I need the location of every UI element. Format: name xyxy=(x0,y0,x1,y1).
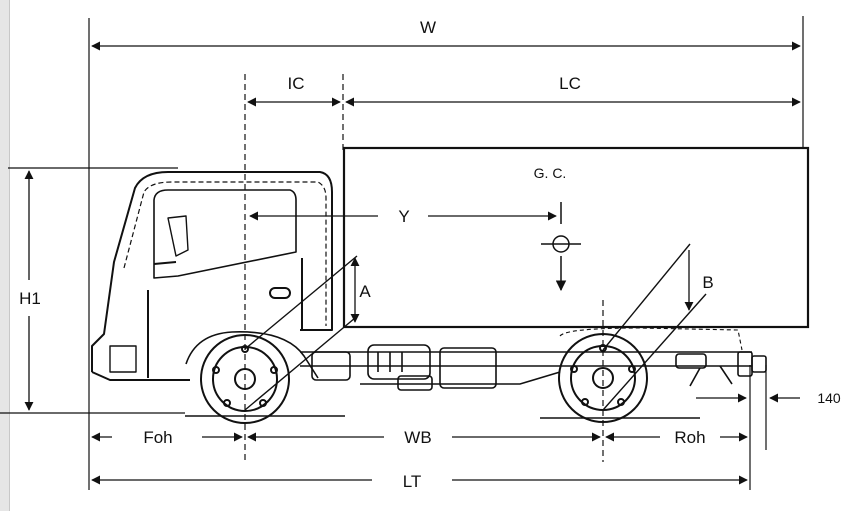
dim-label-lc: LC xyxy=(559,74,581,93)
truck-cab xyxy=(91,171,333,381)
dim-label-140: 140 xyxy=(817,390,841,406)
dim-label-a: A xyxy=(359,282,371,301)
reference-lines xyxy=(0,16,804,490)
truck-chassis xyxy=(300,327,767,391)
dim-label-lt: LT xyxy=(403,472,422,491)
dim-label-wb: WB xyxy=(404,428,431,447)
dimension-lines xyxy=(24,41,801,485)
dim-label-w: W xyxy=(420,18,436,37)
cargo-box xyxy=(342,146,810,329)
rear-wheel xyxy=(558,333,648,423)
front-wheel xyxy=(200,334,290,424)
page-edge xyxy=(0,0,10,511)
dim-label-ic: IC xyxy=(288,74,305,93)
dim-label-roh: Roh xyxy=(674,428,705,447)
dim-label-h1: H1 xyxy=(19,289,41,308)
dim-label-gc: G. C. xyxy=(534,165,567,181)
center-of-gravity-marker xyxy=(541,202,581,292)
dim-label-b: B xyxy=(702,273,713,292)
dim-label-y: Y xyxy=(398,207,409,226)
height-reference-lines xyxy=(244,243,707,411)
dim-label-foh: Foh xyxy=(143,428,172,447)
